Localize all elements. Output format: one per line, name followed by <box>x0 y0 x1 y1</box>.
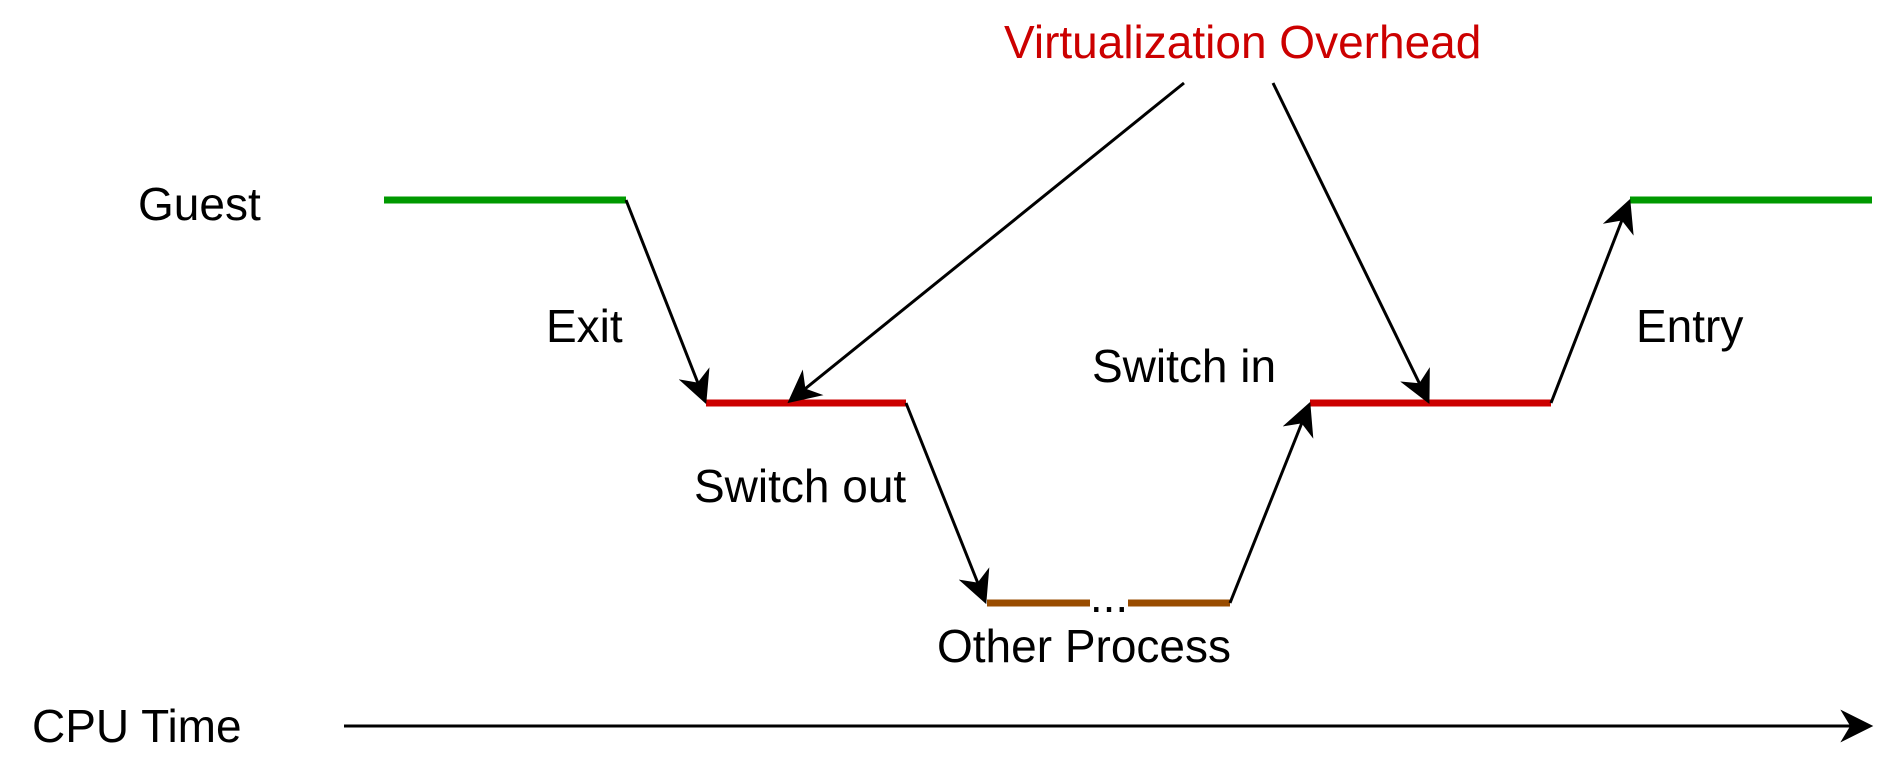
switch-in-label: Switch in <box>1092 340 1276 392</box>
entry-label: Entry <box>1636 300 1743 352</box>
switch-out-arrow <box>904 402 990 605</box>
exit-arrow <box>624 199 710 405</box>
ellipsis-label: ... <box>1090 570 1128 622</box>
switch-out-label: Switch out <box>694 460 906 512</box>
guest-label: Guest <box>138 178 261 230</box>
virtualization-overhead-label: Virtualization Overhead <box>1004 16 1481 68</box>
exit-label: Exit <box>546 300 623 352</box>
overhead-pointer-arrow-right <box>1271 82 1430 404</box>
overhead-pointer-arrow-left <box>787 81 1185 404</box>
cpu-time-label: CPU Time <box>32 700 242 752</box>
switch-in-arrow <box>1228 401 1314 604</box>
entry-arrow <box>1549 198 1634 404</box>
other-process-label: Other Process <box>937 620 1231 672</box>
